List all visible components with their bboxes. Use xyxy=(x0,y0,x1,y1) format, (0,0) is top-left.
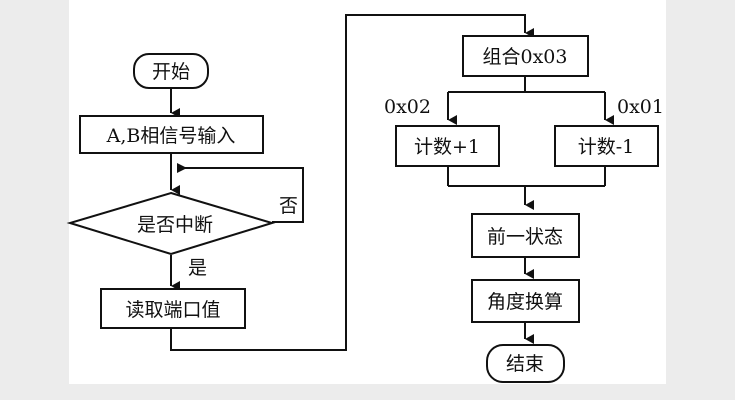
count-up-label: 计数+1 xyxy=(414,136,480,158)
start-terminal xyxy=(133,53,209,89)
branch-right-label: 0x01 xyxy=(617,96,664,118)
previous-state-label: 前一状态 xyxy=(487,226,563,248)
decision-no-label: 否 xyxy=(279,195,298,217)
end-label: 结束 xyxy=(506,353,544,375)
count-down-box xyxy=(554,125,659,167)
read-port-box xyxy=(100,288,246,329)
angle-convert-label: 角度换算 xyxy=(487,291,563,313)
previous-state-box xyxy=(471,213,580,258)
end-terminal xyxy=(486,344,565,383)
count-up-box xyxy=(395,125,500,167)
count-down-label: 计数-1 xyxy=(578,136,635,158)
connectors xyxy=(170,14,614,351)
combine-box xyxy=(462,35,589,77)
start-label: 开始 xyxy=(152,61,190,83)
combine-label: 组合0x03 xyxy=(483,46,568,68)
input-signals-label: A,B相信号输入 xyxy=(106,125,236,147)
branch-left-label: 0x02 xyxy=(384,96,431,118)
arrow-no-loop xyxy=(177,163,304,223)
interrupt-decision-label: 是否中断 xyxy=(137,214,213,236)
input-signals-box xyxy=(79,115,264,154)
decision-yes-label: 是 xyxy=(188,257,207,279)
read-port-label: 读取端口值 xyxy=(125,299,220,321)
angle-convert-box xyxy=(471,279,580,323)
interrupt-decision-diamond xyxy=(66,191,276,256)
arrow-read-to-combine xyxy=(170,14,534,351)
